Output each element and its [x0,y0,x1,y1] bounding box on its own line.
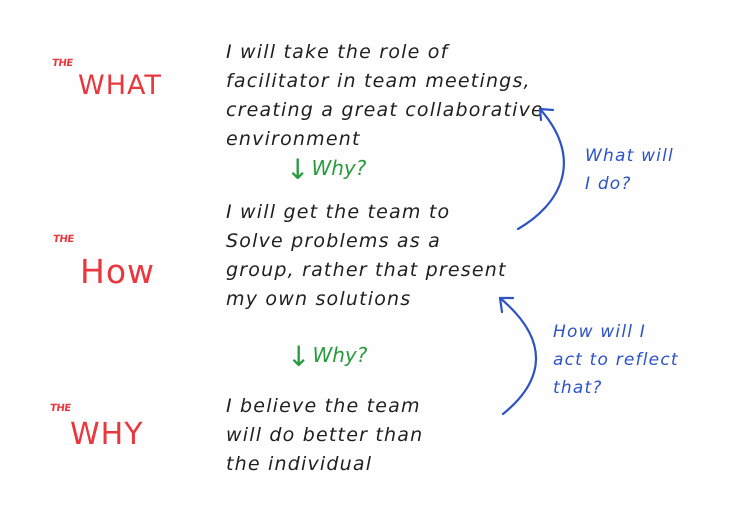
note-line-2: act to reflect [553,350,679,370]
how-line-2: Solve problems as a [226,230,441,252]
what-line-4: environment [226,128,361,150]
what-line-1: I will take the role of [226,41,449,63]
how-title: How [80,252,155,291]
why-statement: I believe the team will do better than t… [226,392,423,479]
how-line-4: my own solutions [226,288,412,310]
why-prompt-1: ↓ Why? [286,156,366,184]
why-title: WHY [70,417,144,452]
how-line-3: group, rather that present [226,259,507,281]
curved-up-arrow-icon [498,296,537,416]
what-prefix: THE [51,58,74,69]
down-arrow-icon: ↓ [287,340,311,373]
why-prompt-label: Why? [311,156,367,180]
why-line-1: I believe the team [226,395,421,417]
what-title: WHAT [78,70,162,101]
note-line-1: What will [585,146,674,166]
why-line-3: the individual [226,453,373,475]
why-prompt-2: ↓ Why? [287,343,367,371]
how-line-1: I will get the team to [226,201,451,223]
note-line-1: How will I [553,322,646,342]
down-arrow-icon: ↓ [286,153,310,186]
note-how-will-i-act: How will I act to reflect that? [553,318,679,402]
note-line-3: that? [553,378,603,398]
what-line-3: creating a great collaborative [226,99,544,121]
why-prefix: THE [49,403,72,414]
why-line-2: will do better than [226,424,424,446]
what-line-2: facilitator in team meetings, [226,70,531,92]
what-statement: I will take the role of facilitator in t… [226,38,544,154]
how-statement: I will get the team to Solve problems as… [226,198,507,314]
note-what-will-i-do: What will I do? [585,142,674,198]
why-prompt-label: Why? [312,343,368,367]
how-prefix: THE [52,234,75,245]
note-line-2: I do? [585,174,632,194]
